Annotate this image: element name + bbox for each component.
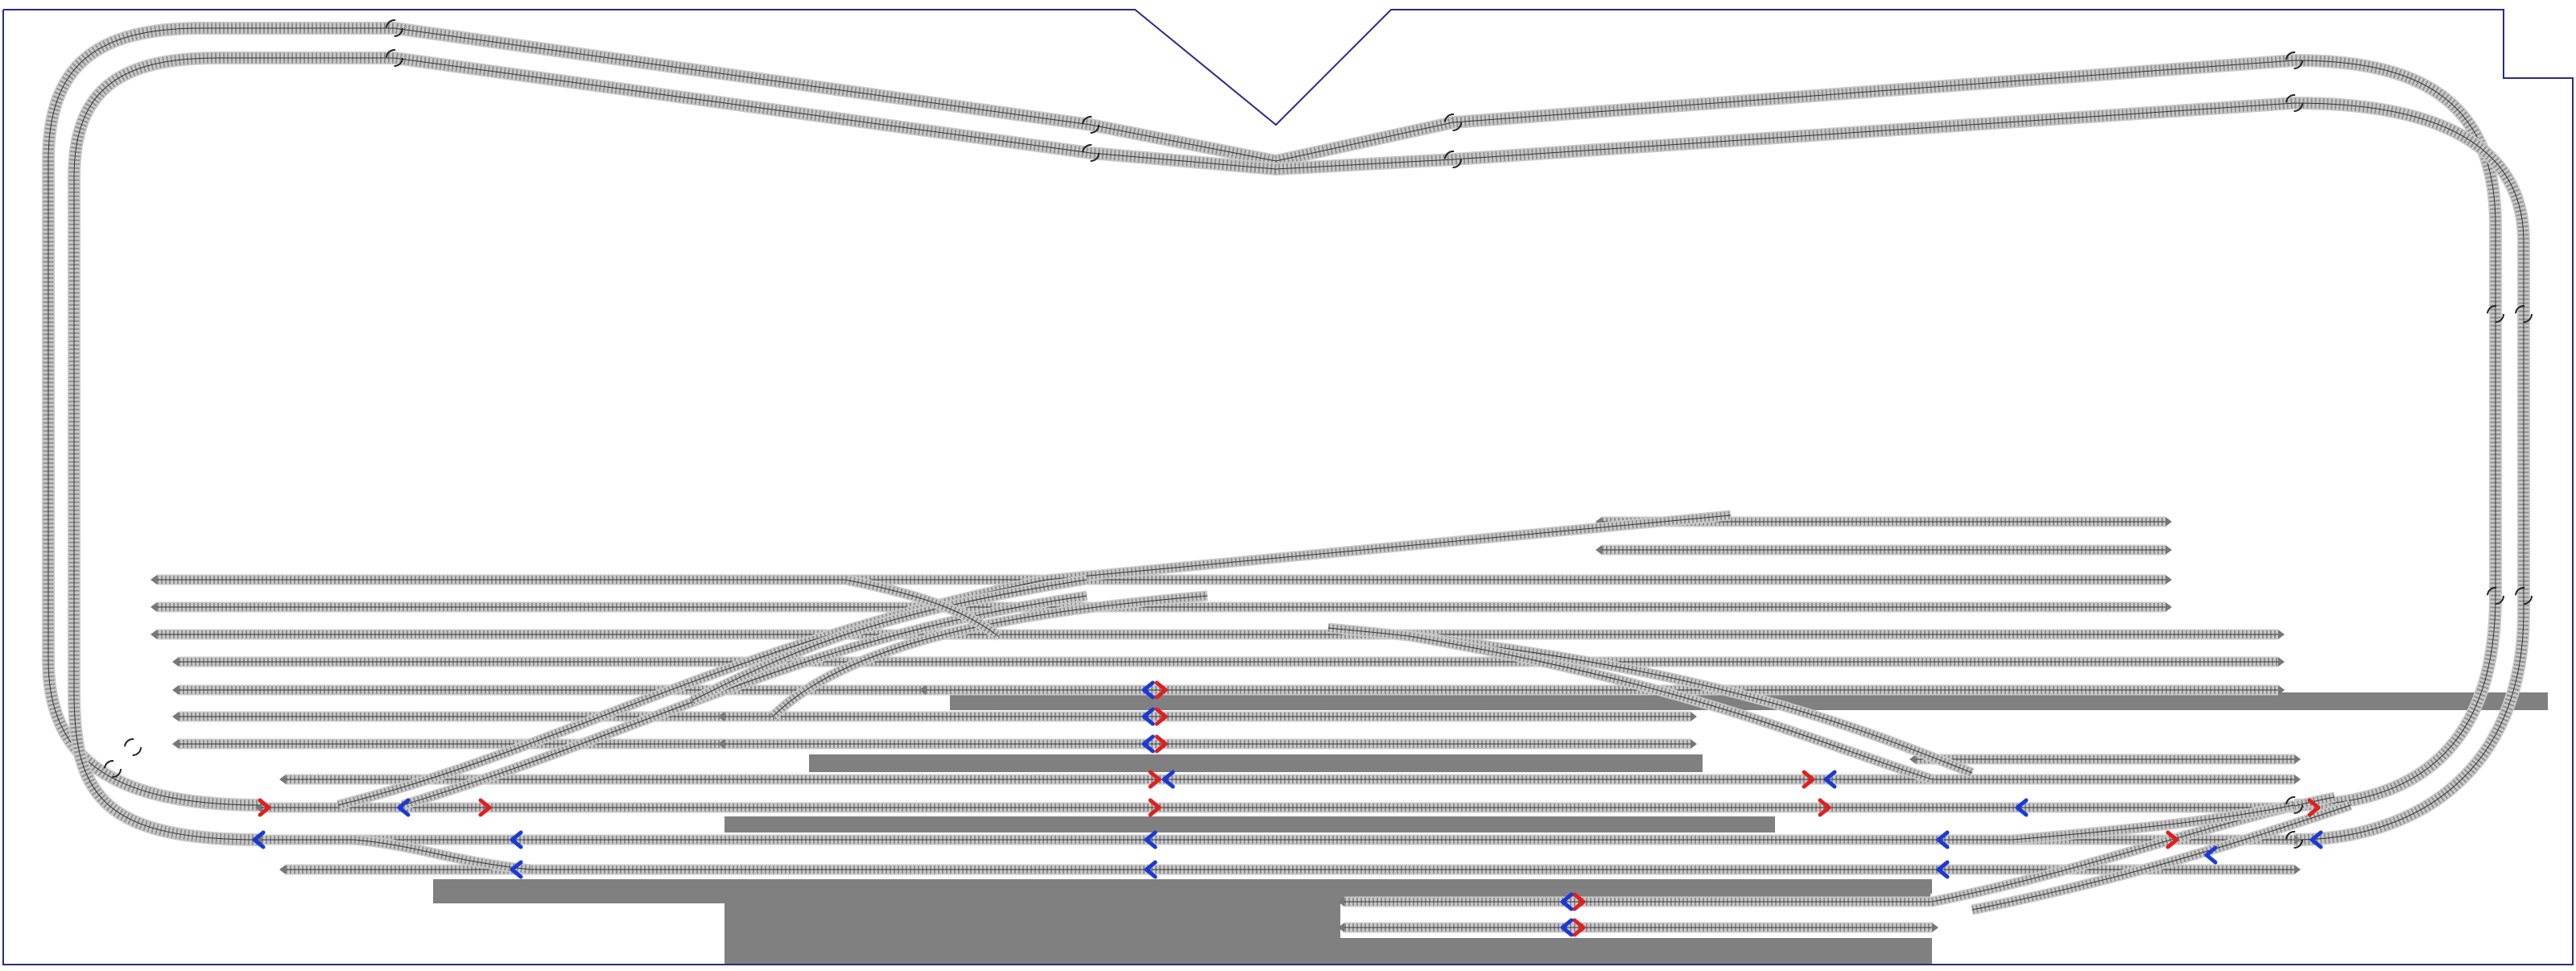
yard-track-end-right	[2278, 630, 2285, 639]
yard-track-end-right	[2278, 657, 2285, 667]
track-joint-marker	[104, 760, 122, 778]
track-joint-marker	[386, 19, 403, 37]
signal-west-arrow	[1162, 770, 1175, 789]
signal-east-arrow	[1818, 798, 1831, 817]
station-track-end-left	[279, 865, 286, 874]
track-joint-marker	[1082, 144, 1100, 162]
platform	[724, 879, 1340, 964]
signal-east-arrow	[1154, 680, 1168, 700]
track-joint-marker	[1444, 151, 1462, 168]
station-track-end-right	[2278, 685, 2285, 695]
yard-track-end-left	[151, 575, 157, 585]
track-joint-marker	[2285, 796, 2303, 814]
station-track-end-right	[2294, 835, 2301, 845]
track-joint-marker	[1444, 114, 1462, 131]
station-track-end-right	[2294, 754, 2301, 764]
outer-loop-track	[42, 22, 2502, 812]
crossover-track	[690, 574, 1088, 705]
station-track-end-left	[919, 685, 926, 695]
station-track-end-left	[718, 712, 724, 721]
signal-east-arrow	[1154, 734, 1168, 754]
station-track-end-left	[279, 775, 286, 784]
track-joint-marker	[386, 49, 403, 67]
signal-west-arrow	[510, 860, 523, 879]
yard-track-end-left	[1596, 545, 1602, 555]
joint-marker-group	[104, 19, 2533, 849]
track-joint-marker	[2285, 831, 2303, 849]
signal-group	[252, 680, 2323, 937]
platform-group	[433, 692, 2548, 964]
station-track-end-right	[1690, 739, 1697, 749]
platform	[724, 816, 1775, 833]
crossover-track	[2012, 800, 2296, 845]
track-joint-marker	[2515, 587, 2533, 605]
yard-track-end-left	[172, 685, 179, 695]
signal-west-arrow	[1144, 830, 1158, 849]
signal-west-arrow	[1141, 734, 1155, 754]
station-track-end-left	[1909, 754, 1916, 764]
room-outline	[2, 9, 2574, 965]
signal-west-arrow	[1144, 860, 1158, 879]
signal-east-arrow	[1148, 798, 1162, 817]
signal-east-arrow	[478, 798, 492, 817]
signal-east-arrow	[2307, 798, 2321, 817]
track-joint-marker	[124, 738, 142, 756]
crossover-track	[1407, 630, 1934, 785]
signal-west-arrow	[397, 798, 411, 817]
platform	[809, 754, 1703, 772]
yard-track-end-left	[151, 602, 157, 612]
station-track-end-right	[1690, 712, 1697, 721]
signal-west-arrow	[1936, 830, 1950, 849]
signal-east-arrow	[1154, 707, 1168, 726]
platform	[1340, 938, 1932, 964]
station-track-end-right	[1932, 923, 1938, 932]
track-joint-marker	[2285, 52, 2303, 69]
yard-track-end-left	[172, 712, 179, 721]
yard-track-end-right	[2165, 575, 2172, 585]
station-track-end-left	[1338, 897, 1344, 907]
station-track-end-right	[2294, 775, 2301, 784]
signal-east-arrow	[258, 798, 271, 817]
signal-west-arrow	[1141, 680, 1155, 700]
inner-loop-track	[68, 52, 2530, 846]
signal-west-arrow	[2015, 798, 2029, 817]
crossover-track	[844, 574, 1001, 641]
track-group	[42, 22, 2530, 933]
signal-east-arrow	[2165, 830, 2179, 849]
crossover-track	[1971, 800, 2353, 915]
signal-west-arrow	[2310, 830, 2323, 849]
track-joint-marker	[2487, 587, 2504, 605]
signal-east-arrow	[1572, 918, 1586, 937]
yard-track-end-right	[2165, 602, 2172, 612]
track-joint-marker	[2515, 305, 2533, 323]
signal-west-arrow	[510, 830, 523, 849]
signal-west-arrow	[2204, 845, 2218, 865]
crossover-track	[353, 834, 532, 875]
signal-west-arrow	[1936, 860, 1950, 879]
station-track-end-right	[2294, 865, 2301, 874]
station-track-end-left	[1338, 923, 1344, 932]
signal-east-arrow	[1148, 770, 1162, 789]
crossover-track	[769, 590, 1208, 721]
signal-west-arrow	[252, 830, 266, 849]
platform	[1340, 879, 1932, 894]
track-joint-marker	[2487, 305, 2504, 323]
yard-track-end-right	[2165, 545, 2172, 555]
yard-track-end-right	[2165, 517, 2172, 527]
signal-west-arrow	[1141, 707, 1155, 726]
signal-west-arrow	[1823, 770, 1837, 789]
signal-west-arrow	[1560, 918, 1574, 937]
yard-track-end-left	[151, 630, 157, 639]
track-joint-marker	[1082, 116, 1100, 134]
yard-track-end-left	[172, 657, 179, 667]
track-joint-marker	[2285, 94, 2303, 112]
yard-track-end-left	[172, 739, 179, 749]
station-track-end-left	[718, 739, 724, 749]
station-track-end-left	[255, 803, 262, 812]
signal-east-arrow	[1802, 770, 1815, 789]
signal-east-arrow	[1572, 892, 1586, 911]
signal-west-arrow	[1560, 892, 1574, 911]
